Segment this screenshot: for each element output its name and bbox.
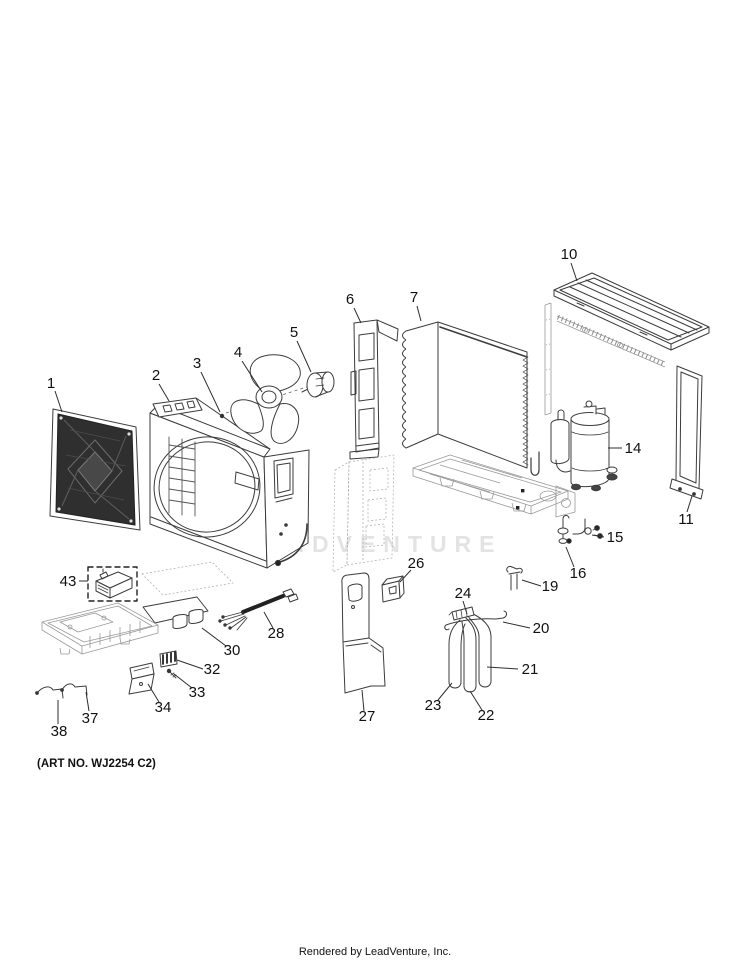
compressor bbox=[550, 400, 618, 492]
svg-text:1: 1 bbox=[47, 375, 55, 392]
callout-2: 2 bbox=[152, 367, 170, 402]
grommet-26 bbox=[381, 575, 405, 603]
insulation-sheet-faint bbox=[141, 561, 234, 596]
bracket-plate-34 bbox=[128, 662, 155, 695]
mounting-screw bbox=[219, 383, 317, 419]
callout-43: 43 bbox=[60, 573, 88, 590]
cabinet-front-panel bbox=[149, 397, 310, 569]
svg-text:28: 28 bbox=[268, 625, 285, 642]
svg-text:2: 2 bbox=[152, 367, 160, 384]
svg-text:15: 15 bbox=[607, 529, 624, 546]
condenser-coil bbox=[402, 321, 540, 476]
service-valve-15 bbox=[572, 518, 603, 539]
svg-text:7: 7 bbox=[410, 289, 418, 306]
svg-text:11: 11 bbox=[678, 511, 694, 528]
callout-38: 38 bbox=[51, 700, 68, 740]
svg-text:5: 5 bbox=[290, 324, 298, 341]
support-rail bbox=[556, 314, 666, 368]
callout-11: 11 bbox=[678, 495, 694, 528]
base-pan bbox=[412, 454, 576, 518]
callout-15: 15 bbox=[591, 529, 624, 546]
callout-19: 19 bbox=[521, 578, 559, 595]
wire-harness-28 bbox=[218, 588, 299, 631]
svg-text:16: 16 bbox=[570, 565, 587, 582]
wire-clip-38 bbox=[35, 686, 64, 699]
svg-text:3: 3 bbox=[193, 355, 201, 372]
callout-37: 37 bbox=[82, 691, 99, 727]
corner-post bbox=[544, 302, 552, 416]
callout-22: 22 bbox=[469, 690, 495, 724]
svg-text:34: 34 bbox=[155, 699, 172, 716]
clamp-19 bbox=[506, 566, 523, 591]
coil-support-bracket bbox=[349, 319, 399, 460]
heater-bracket-24 bbox=[448, 606, 475, 621]
svg-text:14: 14 bbox=[625, 440, 642, 457]
screw-33 bbox=[166, 668, 177, 679]
service-valve-16 bbox=[557, 515, 572, 544]
right-side-panel bbox=[669, 365, 704, 500]
fan-shroud-faint bbox=[332, 454, 395, 573]
callout-21: 21 bbox=[486, 661, 539, 678]
svg-text:20: 20 bbox=[533, 620, 550, 637]
svg-text:22: 22 bbox=[478, 707, 495, 724]
hook-wire-20 bbox=[444, 610, 507, 631]
svg-text:4: 4 bbox=[234, 344, 242, 361]
callout-33: 33 bbox=[173, 673, 206, 701]
art-number: (ART NO. WJ2254 C2) bbox=[37, 758, 156, 770]
terminal-block-32 bbox=[159, 650, 178, 668]
svg-text:30: 30 bbox=[224, 642, 241, 659]
wire-clip-37 bbox=[60, 683, 88, 696]
svg-text:21: 21 bbox=[522, 661, 539, 678]
callouts: 1 2 3 4 5 6 7 10 11 14 15 16 19 20 21 22… bbox=[47, 246, 694, 740]
fan-blade bbox=[230, 354, 301, 444]
fan-grille bbox=[49, 408, 141, 531]
svg-text:19: 19 bbox=[542, 578, 559, 595]
callout-4: 4 bbox=[234, 344, 263, 393]
svg-text:37: 37 bbox=[82, 710, 99, 727]
callout-1: 1 bbox=[47, 375, 63, 413]
svg-text:6: 6 bbox=[346, 291, 354, 308]
callout-23: 23 bbox=[425, 682, 453, 714]
svg-text:27: 27 bbox=[359, 708, 376, 725]
rendered-by-footer: Rendered by LeadVenture, Inc. bbox=[298, 946, 452, 958]
callout-3: 3 bbox=[193, 355, 221, 413]
callout-6: 6 bbox=[346, 291, 362, 324]
callout-16: 16 bbox=[565, 546, 587, 582]
fan-motor bbox=[301, 371, 335, 398]
support-bracket-27 bbox=[341, 572, 386, 694]
svg-text:23: 23 bbox=[425, 697, 442, 714]
capacitor-43 bbox=[87, 566, 138, 602]
svg-text:24: 24 bbox=[455, 585, 472, 602]
svg-text:10: 10 bbox=[561, 246, 578, 263]
callout-30: 30 bbox=[201, 627, 241, 659]
callout-10: 10 bbox=[561, 246, 578, 282]
svg-text:32: 32 bbox=[204, 661, 221, 678]
callout-27: 27 bbox=[359, 689, 376, 725]
callout-20: 20 bbox=[502, 620, 550, 637]
callout-28: 28 bbox=[263, 611, 285, 642]
drain-pad-30 bbox=[142, 596, 209, 629]
callout-7: 7 bbox=[410, 289, 422, 322]
callout-32: 32 bbox=[176, 659, 221, 678]
base-pan-left bbox=[41, 602, 159, 655]
callout-24: 24 bbox=[455, 585, 472, 615]
top-cover bbox=[553, 272, 710, 351]
callout-5: 5 bbox=[290, 324, 312, 373]
svg-text:26: 26 bbox=[408, 555, 425, 572]
svg-text:43: 43 bbox=[60, 573, 77, 590]
callout-34: 34 bbox=[147, 683, 172, 716]
callout-26: 26 bbox=[399, 555, 425, 583]
svg-text:33: 33 bbox=[189, 684, 206, 701]
callout-14: 14 bbox=[608, 440, 641, 457]
svg-text:38: 38 bbox=[51, 723, 68, 740]
